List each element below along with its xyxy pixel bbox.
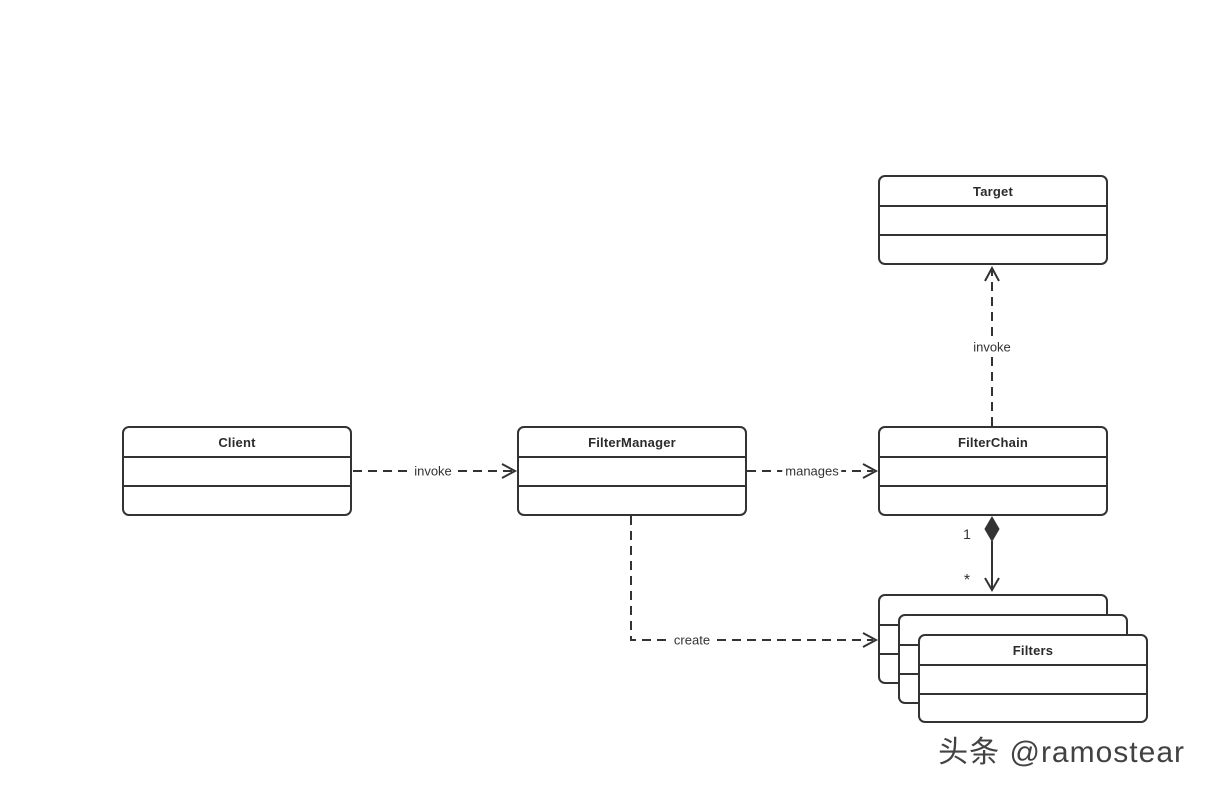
filterchain-attributes-compartment — [880, 458, 1106, 487]
target-methods-compartment — [880, 236, 1106, 263]
filters-attributes-compartment — [920, 666, 1146, 695]
class-box-client: Client — [122, 426, 352, 516]
class-title-target: Target — [880, 177, 1106, 207]
composition-diamond-icon — [984, 516, 1000, 542]
class-title-filterchain: FilterChain — [880, 428, 1106, 458]
multiplicity-many-label: * — [963, 572, 971, 589]
edge-manages-arrowhead-icon — [862, 463, 879, 479]
class-box-target: Target — [878, 175, 1108, 265]
edge-client-invoke-arrowhead-icon — [501, 463, 518, 479]
filterchain-methods-compartment — [880, 487, 1106, 514]
class-box-filters: Filters — [918, 634, 1148, 723]
watermark-text: 头条 @ramostear — [938, 736, 1185, 769]
edge-create-arrowhead-icon — [862, 632, 879, 648]
class-title-filters: Filters — [920, 636, 1146, 666]
edge-label-manages: manages — [782, 464, 842, 478]
class-box-filterchain: FilterChain — [878, 426, 1108, 516]
filters-methods-compartment — [920, 695, 1146, 722]
edge-chain-invoke-arrowhead-icon — [984, 265, 1000, 282]
edge-create-line — [630, 516, 873, 641]
edge-label-client-invoke: invoke — [411, 464, 455, 478]
client-attributes-compartment — [124, 458, 350, 487]
edge-composition-arrowhead-icon — [984, 577, 1000, 592]
class-title-client: Client — [124, 428, 350, 458]
filtermanager-attributes-compartment — [519, 458, 745, 487]
edge-label-chain-invoke: invoke — [970, 340, 1014, 354]
filtermanager-methods-compartment — [519, 487, 745, 514]
multiplicity-one-label: 1 — [963, 526, 971, 542]
class-box-filtermanager: FilterManager — [517, 426, 747, 516]
class-title-filtermanager: FilterManager — [519, 428, 745, 458]
client-methods-compartment — [124, 487, 350, 514]
edge-label-create: create — [670, 633, 714, 647]
target-attributes-compartment — [880, 207, 1106, 236]
